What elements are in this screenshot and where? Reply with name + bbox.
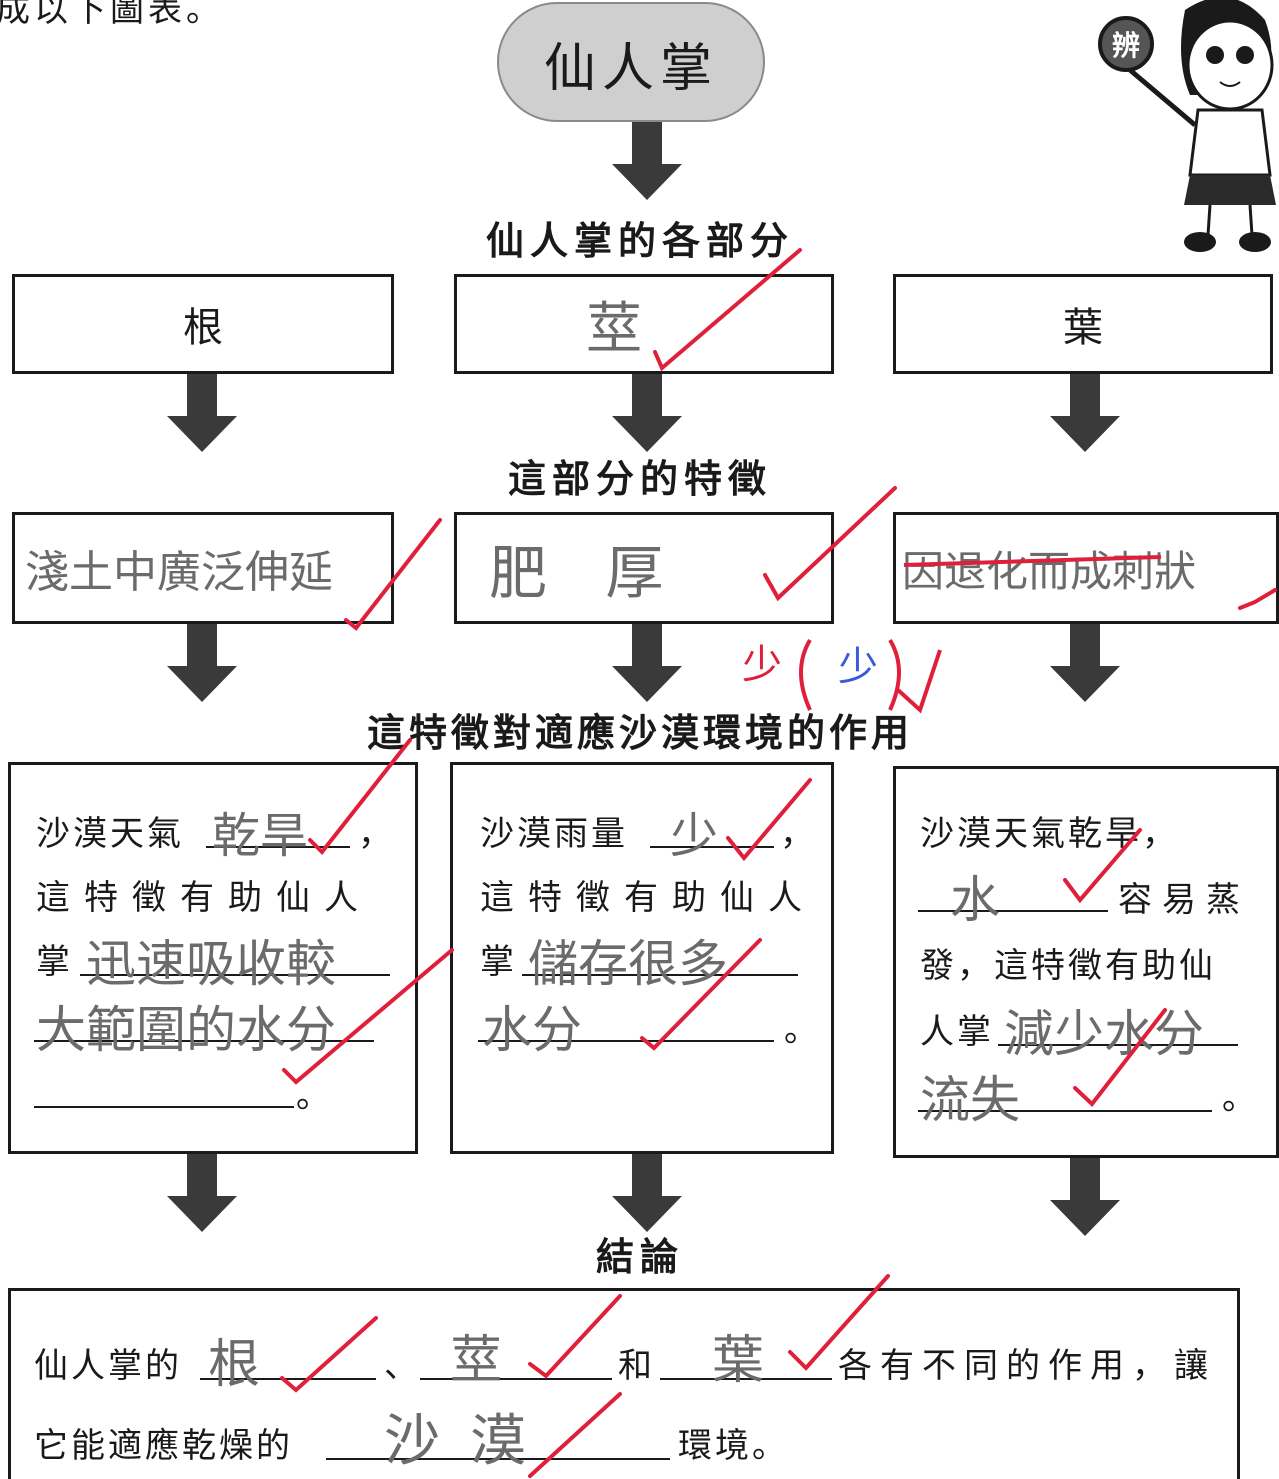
down-arrow-icon [612, 1154, 682, 1232]
part-box-leaf: 葉 [893, 274, 1273, 374]
stem-fn-line3-answer: 儲存很多 [528, 935, 728, 993]
leaf-fn-line2-suffix: 容易蒸 [1118, 880, 1250, 920]
down-arrow-icon [612, 374, 682, 452]
feature-box-root: 淺土中廣泛伸延 [12, 512, 394, 624]
teacher-bracket-mark [799, 638, 942, 714]
leaf-fn-line3: 發，這特徵有助仙 [920, 946, 1216, 986]
stem-fn-line3-prefix: 掌 [480, 942, 517, 982]
down-arrow-icon [612, 122, 682, 200]
conclusion-answer-1: 根 [208, 1335, 261, 1395]
leaf-fn-line4-prefix: 人掌 [920, 1012, 994, 1052]
part-leaf-label: 葉 [1063, 305, 1103, 351]
part-stem-answer: 莖 [586, 296, 642, 362]
stem-fn-line2: 這特徵有助仙人 [480, 878, 816, 918]
top-text-fragment: 成以下圖表。 [0, 0, 224, 30]
part-box-stem: 莖 [454, 274, 834, 374]
magnifier-badge: 辨 [1098, 16, 1154, 72]
badge-label: 辨 [1111, 29, 1140, 62]
down-arrow-icon [1050, 374, 1120, 452]
title-pill: 仙人掌 [497, 2, 765, 122]
root-fn-line1-suffix: ， [358, 814, 395, 854]
stem-fn-end: 。 [784, 1010, 821, 1050]
stem-fn-line1-answer: 少 [670, 808, 719, 864]
root-fn-line1-prefix: 沙漠天氣 [36, 814, 184, 854]
conclusion-answer-3: 葉 [712, 1331, 765, 1391]
teacher-note-red: 少 [742, 642, 782, 688]
page-title: 仙人掌 [543, 39, 718, 99]
root-fn-line4-answer: 大範圍的水分 [36, 1001, 336, 1059]
stem-fn-line1-prefix: 沙漠雨量 [480, 814, 628, 854]
root-fn-line1-answer: 乾旱 [212, 808, 309, 864]
feature-leaf-answer: 因退化而成刺狀 [902, 546, 1197, 596]
conclusion-suffix-1: 各有不同的作用，讓 [838, 1346, 1216, 1386]
down-arrow-icon [167, 624, 237, 702]
teacher-note-blue: 少 [838, 644, 878, 690]
root-fn-line3-prefix: 掌 [36, 942, 73, 982]
down-arrow-icon [612, 624, 682, 702]
part-box-root: 根 [12, 274, 394, 374]
root-fn-end: 。 [296, 1076, 333, 1116]
stem-fn-line1-suffix: ， [780, 814, 817, 854]
heading-conclusion: 結論 [595, 1234, 684, 1279]
heading-features: 這部分的特徵 [507, 456, 772, 501]
heading-functions: 這特徵對適應沙漠環境的作用 [366, 710, 913, 755]
conclusion-answer-4: 沙漠 [384, 1409, 556, 1474]
conclusion-sep-2: 和 [618, 1346, 655, 1386]
conclusion-sep-1: 、 [384, 1346, 421, 1386]
down-arrow-icon [167, 374, 237, 452]
down-arrow-icon [1050, 624, 1120, 702]
leaf-fn-line2-answer: 水 [950, 871, 1000, 929]
conclusion-answer-2: 莖 [450, 1331, 503, 1391]
conclusion-prefix: 仙人掌的 [34, 1346, 182, 1386]
leaf-fn-line5-answer: 流失 [920, 1071, 1020, 1129]
feature-root-answer: 淺土中廣泛伸延 [25, 547, 333, 598]
root-fn-line3-answer: 迅速吸收較 [86, 935, 336, 993]
feature-box-stem: 肥 厚 [454, 512, 834, 624]
strikethrough-mark [903, 555, 1162, 567]
feature-box-leaf: 因退化而成刺狀 [893, 512, 1279, 624]
heading-parts: 仙人掌的各部分 [485, 218, 794, 263]
conclusion-prefix-2: 它能適應乾燥的 [34, 1426, 293, 1466]
leaf-fn-end: 。 [1222, 1078, 1259, 1118]
down-arrow-icon [1050, 1158, 1120, 1236]
stem-fn-line4-answer: 水分 [482, 1001, 582, 1059]
mascot-girl-illustration [1128, 0, 1276, 252]
conclusion-box [8, 1288, 1240, 1479]
feature-stem-answer: 肥 厚 [489, 539, 684, 607]
part-root-label: 根 [183, 305, 223, 351]
leaf-fn-line4-answer: 減少水分 [1004, 1005, 1204, 1063]
root-fn-line2: 這特徵有助仙人 [36, 878, 372, 918]
leaf-fn-line1: 沙漠天氣乾旱， [920, 814, 1179, 854]
down-arrow-icon [167, 1154, 237, 1232]
conclusion-suffix-2: 環境。 [678, 1426, 789, 1466]
